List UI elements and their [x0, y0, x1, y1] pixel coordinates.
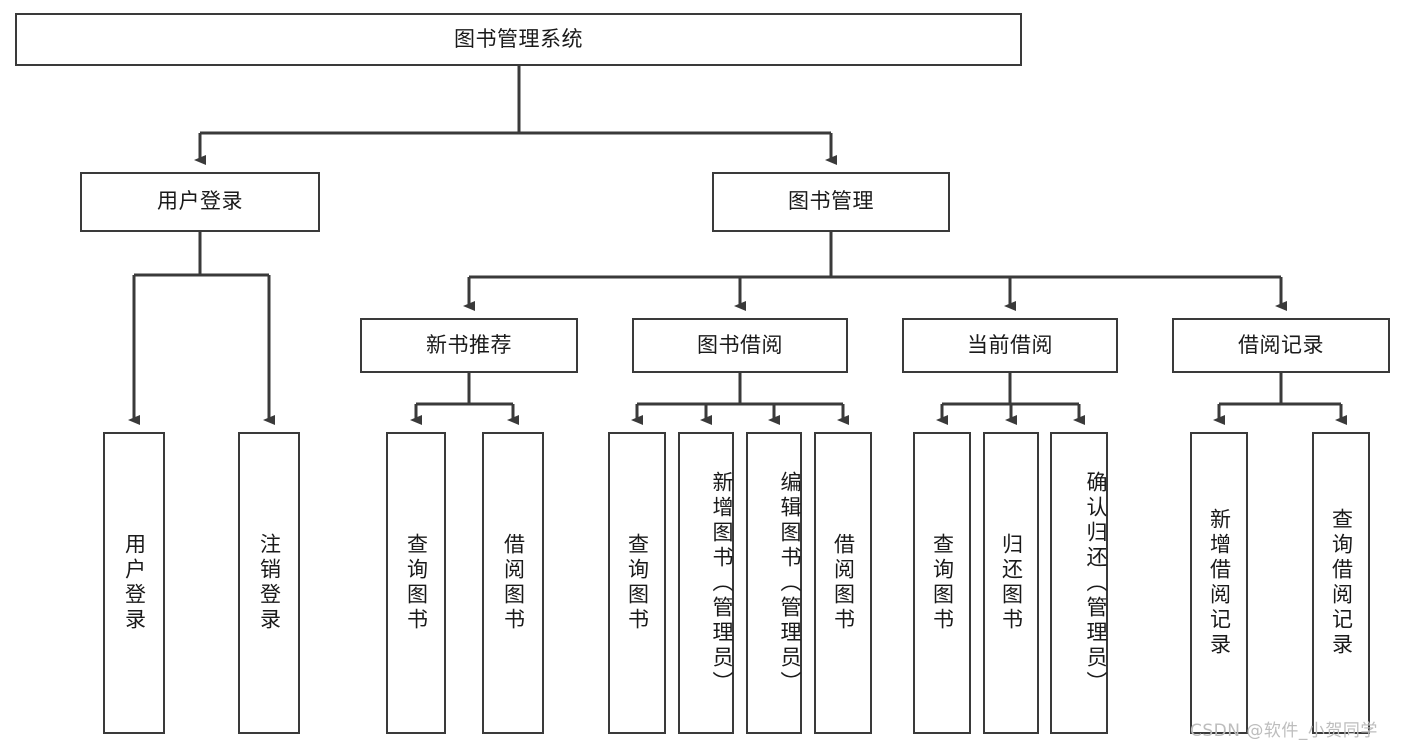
leaf-node-borrow-book[interactable]: 借阅图书	[814, 432, 872, 734]
leaf-node-query-book-current-label: 查询图书	[930, 533, 955, 633]
node-new-book-recommend-label: 新书推荐	[426, 332, 512, 357]
node-book-borrow-label: 图书借阅	[697, 332, 783, 357]
node-current-borrow-label: 当前借阅	[967, 332, 1053, 357]
node-root-label: 图书管理系统	[454, 26, 583, 51]
node-book-management-label: 图书管理	[788, 189, 874, 214]
leaf-node-add-book-admin-label: 新增图书（管理员）	[710, 470, 734, 696]
node-user-login-label: 用户登录	[157, 189, 243, 214]
csdn-watermark: CSDN @软件_小贺同学	[1190, 721, 1378, 741]
node-borrow-record-label: 借阅记录	[1238, 332, 1324, 357]
leaf-node-add-borrow-record[interactable]: 新增借阅记录	[1190, 432, 1248, 734]
node-borrow-record[interactable]: 借阅记录	[1172, 318, 1390, 373]
leaf-node-borrow-book-recommend[interactable]: 借阅图书	[482, 432, 544, 734]
leaf-node-confirm-return-admin[interactable]: 确认归还（管理员）	[1050, 432, 1108, 734]
leaf-node-query-book-borrow[interactable]: 查询图书	[608, 432, 666, 734]
leaf-node-add-book-admin[interactable]: 新增图书（管理员）	[678, 432, 734, 734]
leaf-node-query-book-borrow-label: 查询图书	[625, 533, 650, 633]
leaf-node-user-login[interactable]: 用户登录	[103, 432, 165, 734]
leaf-node-return-book-label: 归还图书	[999, 533, 1024, 633]
leaf-node-edit-book-admin-label: 编辑图书（管理员）	[778, 470, 802, 696]
leaf-node-query-borrow-record-label: 查询借阅记录	[1329, 508, 1354, 658]
leaf-node-borrow-book-label: 借阅图书	[831, 533, 856, 633]
node-new-book-recommend[interactable]: 新书推荐	[360, 318, 578, 373]
node-root[interactable]: 图书管理系统	[15, 13, 1022, 66]
node-current-borrow[interactable]: 当前借阅	[902, 318, 1118, 373]
node-user-login[interactable]: 用户登录	[80, 172, 320, 232]
leaf-node-add-borrow-record-label: 新增借阅记录	[1207, 508, 1232, 658]
node-book-management[interactable]: 图书管理	[712, 172, 950, 232]
leaf-node-confirm-return-admin-label: 确认归还（管理员）	[1084, 470, 1108, 696]
leaf-node-logout-label: 注销登录	[257, 533, 282, 633]
leaf-node-user-login-label: 用户登录	[122, 533, 147, 633]
leaf-node-return-book[interactable]: 归还图书	[983, 432, 1039, 734]
leaf-node-query-book-recommend[interactable]: 查询图书	[386, 432, 446, 734]
node-book-borrow[interactable]: 图书借阅	[632, 318, 848, 373]
leaf-node-query-book-recommend-label: 查询图书	[404, 533, 429, 633]
leaf-node-borrow-book-recommend-label: 借阅图书	[501, 533, 526, 633]
leaf-node-edit-book-admin[interactable]: 编辑图书（管理员）	[746, 432, 802, 734]
leaf-node-logout[interactable]: 注销登录	[238, 432, 300, 734]
leaf-node-query-book-current[interactable]: 查询图书	[913, 432, 971, 734]
leaf-node-query-borrow-record[interactable]: 查询借阅记录	[1312, 432, 1370, 734]
